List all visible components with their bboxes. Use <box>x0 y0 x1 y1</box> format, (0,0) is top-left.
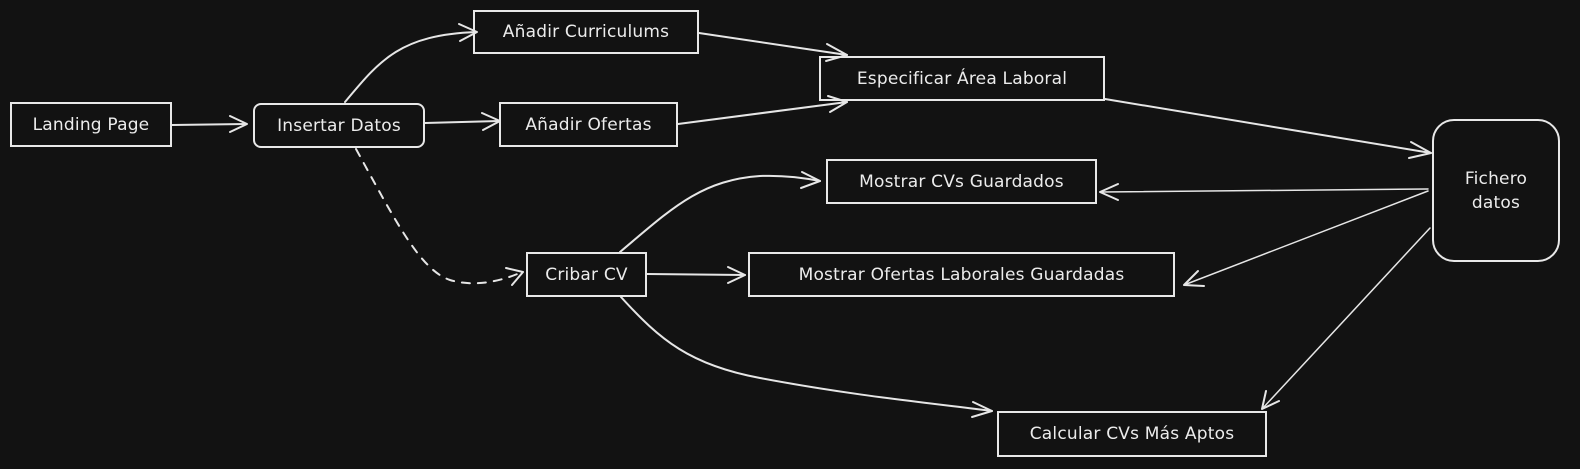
edge-fichero-to-mostrar-ofertas <box>1183 190 1429 287</box>
edge-insertar-to-curriculums <box>344 23 478 103</box>
edge-insertar-to-cribar-dashed <box>355 148 524 286</box>
edge-fichero-to-calcular <box>1261 227 1431 410</box>
node-fichero-datos[interactable]: Fichero datos <box>1432 119 1560 262</box>
edge-cribar-to-mostrar-ofertas <box>646 266 746 284</box>
node-anadir-curriculums[interactable]: Añadir Curriculums <box>473 10 699 54</box>
edge-cribar-to-calcular <box>620 296 993 418</box>
node-anadir-ofertas[interactable]: Añadir Ofertas <box>499 102 678 147</box>
edge-curriculums-to-especificar <box>698 32 848 62</box>
edge-cribar-to-mostrar-cvs <box>619 171 821 253</box>
node-mostrar-ofertas-laborales[interactable]: Mostrar Ofertas Laborales Guardadas <box>748 252 1175 297</box>
edge-insertar-to-ofertas <box>424 112 501 131</box>
node-especificar-area-laboral[interactable]: Especificar Área Laboral <box>819 56 1105 101</box>
node-calcular-cvs-mas-aptos[interactable]: Calcular CVs Más Aptos <box>997 411 1267 457</box>
edge-landing-to-insertar <box>171 115 248 133</box>
node-cribar-cv[interactable]: Cribar CV <box>526 252 647 297</box>
edge-ofertas-to-especificar <box>677 95 848 125</box>
node-insertar-datos[interactable]: Insertar Datos <box>253 103 425 148</box>
node-landing-page[interactable]: Landing Page <box>10 102 172 147</box>
node-mostrar-cvs-guardados[interactable]: Mostrar CVs Guardados <box>826 159 1097 204</box>
edge-especificar-to-fichero <box>1104 98 1432 159</box>
edge-fichero-to-mostrar-cvs <box>1099 183 1429 201</box>
